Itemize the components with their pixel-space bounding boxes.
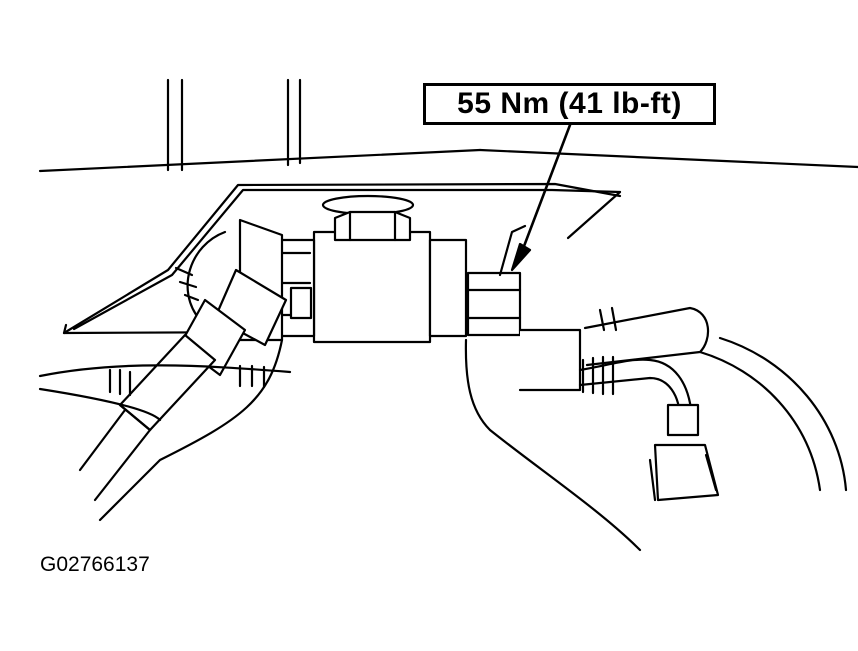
housing [38,338,642,552]
right-connector [518,306,848,502]
left-fitting [78,218,288,502]
leader-arrow [510,123,572,272]
mounting-bolt [466,224,527,337]
junction-block [278,210,468,344]
torque-spec-label: 55 Nm (41 lb-ft) [423,83,716,125]
frame-rails [38,78,858,173]
figure-id: G02766137 [40,553,150,576]
